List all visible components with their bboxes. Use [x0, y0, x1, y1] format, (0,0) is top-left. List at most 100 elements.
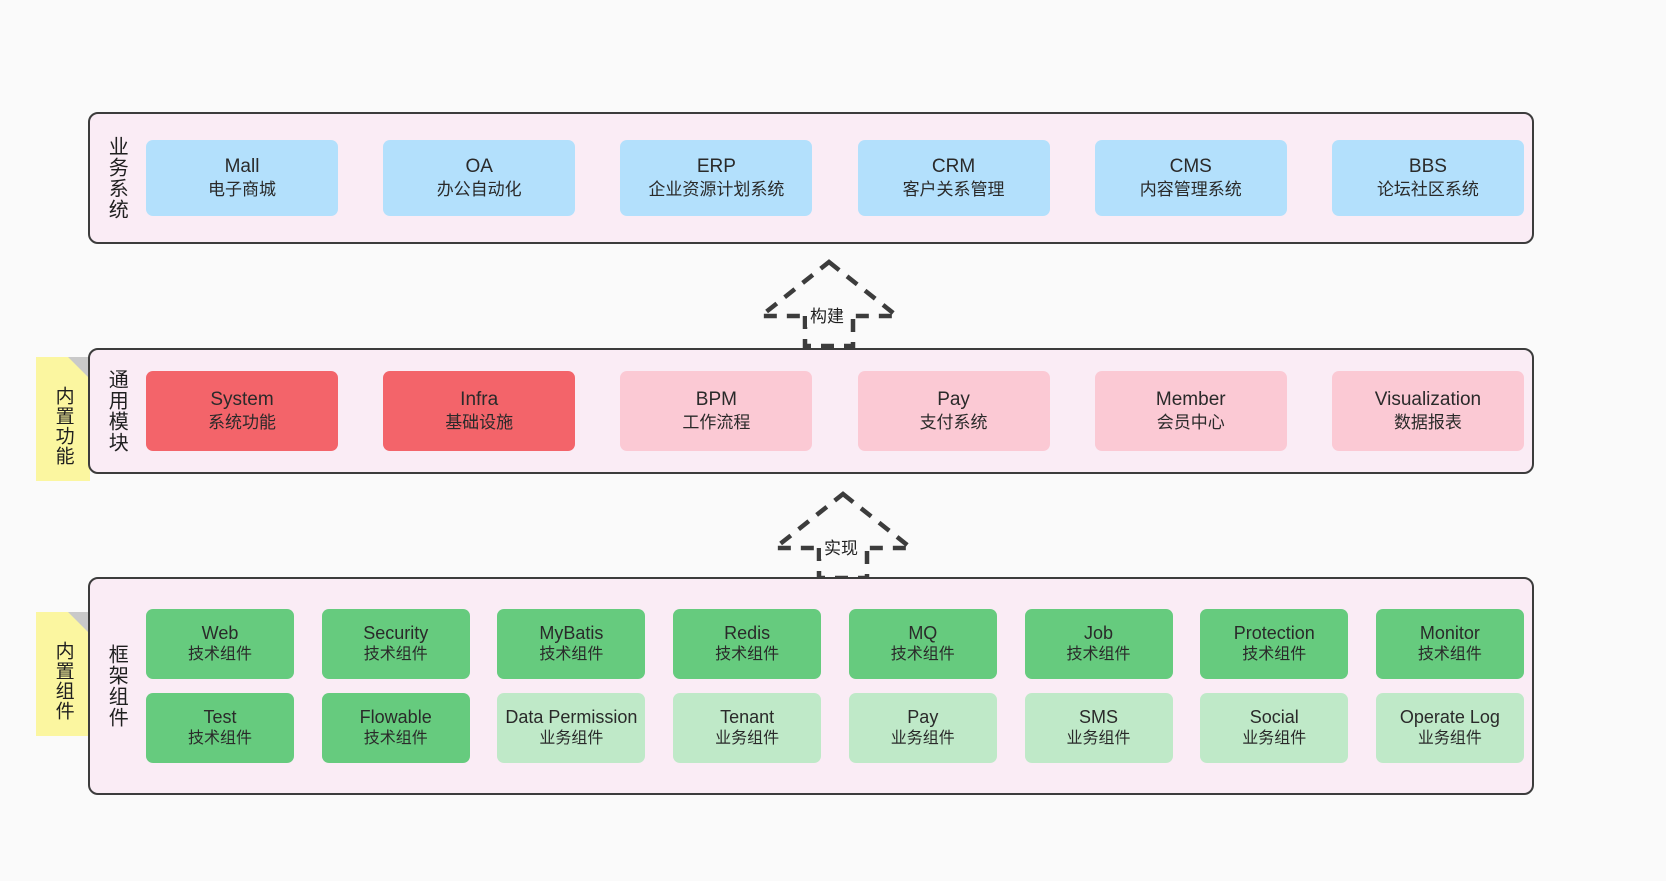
card-name: Infra — [460, 388, 499, 410]
card-name: Protection — [1233, 623, 1315, 644]
connector-label-build: 构建 — [807, 302, 847, 327]
module-card-mq[interactable]: MQ 技术组件 — [848, 609, 997, 679]
sticky-note-builtin-components: 内置组件 — [36, 612, 90, 736]
module-card-flowable[interactable]: Flowable 技术组件 — [321, 693, 470, 763]
sticky-note-label: 内置功能 — [52, 386, 74, 466]
card-desc: 技术组件 — [187, 646, 252, 664]
card-name: Security — [363, 623, 429, 644]
layer-title-business: 业务系统 — [105, 136, 128, 220]
card-name: Tenant — [720, 707, 775, 728]
card-name: System — [210, 388, 274, 410]
module-card-monitor[interactable]: Monitor 技术组件 — [1375, 609, 1524, 679]
framework-row-business: Test 技术组件 Flowable 技术组件 Data Permission … — [146, 693, 1524, 763]
module-card-member[interactable]: Member 会员中心 — [1094, 371, 1287, 451]
card-name: Job — [1084, 623, 1114, 644]
module-card-protection[interactable]: Protection 技术组件 — [1200, 609, 1349, 679]
card-name: MyBatis — [539, 623, 604, 644]
sticky-note-label: 内置组件 — [52, 641, 74, 721]
card-name: Social — [1249, 707, 1299, 728]
module-card-cms[interactable]: CMS 内容管理系统 — [1094, 140, 1287, 216]
module-card-test[interactable]: Test 技术组件 — [146, 693, 294, 763]
card-desc: 电子商城 — [208, 180, 276, 200]
card-desc: 技术组件 — [1242, 646, 1307, 664]
card-desc: 系统功能 — [208, 413, 276, 433]
layer-title-module: 通用模块 — [105, 369, 128, 453]
module-card-visualization[interactable]: Visualization 数据报表 — [1331, 371, 1524, 451]
card-name: Test — [203, 707, 237, 728]
card-name: Redis — [724, 623, 771, 644]
card-name: Web — [201, 623, 239, 644]
module-card-bpm[interactable]: BPM 工作流程 — [620, 371, 813, 451]
connector-implement: 实现 — [768, 490, 918, 581]
card-desc: 技术组件 — [363, 730, 428, 748]
card-name: MQ — [908, 623, 938, 644]
module-card-pay[interactable]: Pay 支付系统 — [857, 371, 1050, 451]
module-card-data-permission[interactable]: Data Permission 业务组件 — [497, 693, 646, 763]
card-desc: 业务组件 — [715, 730, 780, 748]
layer-title-framework: 框架组件 — [105, 644, 128, 728]
layer-body-module: System 系统功能 Infra 基础设施 BPM 工作流程 Pay 支付系统… — [142, 350, 1532, 472]
connector-label-implement: 实现 — [821, 534, 861, 559]
framework-row-technical: Web 技术组件 Security 技术组件 MyBatis 技术组件 Redi… — [146, 609, 1524, 679]
connector-build: 构建 — [754, 258, 904, 349]
card-desc: 工作流程 — [682, 413, 751, 433]
module-card-mall[interactable]: Mall 电子商城 — [146, 140, 338, 216]
card-desc: 企业资源计划系统 — [648, 180, 785, 200]
module-card-security[interactable]: Security 技术组件 — [321, 609, 470, 679]
card-desc: 技术组件 — [1066, 646, 1131, 664]
card-desc: 技术组件 — [890, 646, 955, 664]
module-card-mybatis[interactable]: MyBatis 技术组件 — [497, 609, 646, 679]
card-desc: 基础设施 — [445, 413, 514, 433]
sticky-note-builtin-features: 内置功能 — [36, 357, 90, 481]
module-card-oa[interactable]: OA 办公自动化 — [383, 140, 576, 216]
card-desc: 会员中心 — [1156, 413, 1225, 433]
card-name: SMS — [1079, 707, 1119, 728]
card-name: ERP — [696, 155, 736, 177]
layer-common-modules: 通用模块 System 系统功能 Infra 基础设施 BPM 工作流程 Pay… — [88, 348, 1534, 474]
module-card-crm[interactable]: CRM 客户关系管理 — [857, 140, 1050, 216]
card-desc: 业务组件 — [1066, 730, 1131, 748]
module-card-redis[interactable]: Redis 技术组件 — [673, 609, 822, 679]
card-desc: 业务组件 — [890, 730, 955, 748]
card-desc: 技术组件 — [715, 646, 780, 664]
card-name: OA — [465, 155, 493, 177]
module-card-sms[interactable]: SMS 业务组件 — [1024, 693, 1173, 763]
module-card-tenant[interactable]: Tenant 业务组件 — [673, 693, 822, 763]
module-card-erp[interactable]: ERP 企业资源计划系统 — [620, 140, 813, 216]
card-name: CRM — [931, 155, 976, 177]
module-card-web[interactable]: Web 技术组件 — [146, 609, 294, 679]
card-desc: 办公自动化 — [436, 180, 522, 200]
card-desc: 技术组件 — [363, 646, 428, 664]
module-card-social[interactable]: Social 业务组件 — [1200, 693, 1349, 763]
layer-business-systems: 业务系统 Mall 电子商城 OA 办公自动化 ERP 企业资源计划系统 CRM… — [88, 112, 1534, 244]
module-card-system[interactable]: System 系统功能 — [146, 371, 338, 451]
card-name: Visualization — [1374, 388, 1482, 410]
card-desc: 客户关系管理 — [902, 180, 1005, 200]
module-card-job[interactable]: Job 技术组件 — [1024, 609, 1173, 679]
card-desc: 论坛社区系统 — [1376, 180, 1479, 200]
module-card-bbs[interactable]: BBS 论坛社区系统 — [1331, 140, 1524, 216]
card-name: BPM — [695, 388, 737, 410]
card-name: Monitor — [1419, 623, 1480, 644]
card-desc: 数据报表 — [1393, 413, 1462, 433]
module-card-operate-log[interactable]: Operate Log 业务组件 — [1375, 693, 1524, 763]
generalization-arrow-icon — [754, 259, 904, 349]
layer-framework-components: 框架组件 Web 技术组件 Security 技术组件 MyBatis 技术组件… — [88, 577, 1534, 795]
card-name: Pay — [937, 388, 970, 410]
card-name: Pay — [907, 707, 939, 728]
card-desc: 技术组件 — [539, 646, 604, 664]
card-name: BBS — [1408, 155, 1447, 177]
module-card-pay-business[interactable]: Pay 业务组件 — [848, 693, 997, 763]
module-card-infra[interactable]: Infra 基础设施 — [383, 371, 576, 451]
card-desc: 技术组件 — [1417, 646, 1482, 664]
layer-body-framework: Web 技术组件 Security 技术组件 MyBatis 技术组件 Redi… — [142, 579, 1532, 793]
card-name: Flowable — [359, 707, 432, 728]
card-desc: 支付系统 — [919, 413, 988, 433]
card-name: Operate Log — [1399, 707, 1500, 728]
card-name: Data Permission — [505, 707, 638, 728]
card-desc: 业务组件 — [539, 730, 604, 748]
card-desc: 业务组件 — [1417, 730, 1482, 748]
card-desc: 业务组件 — [1242, 730, 1307, 748]
layer-body-business: Mall 电子商城 OA 办公自动化 ERP 企业资源计划系统 CRM 客户关系… — [142, 114, 1532, 242]
card-desc: 内容管理系统 — [1139, 180, 1242, 200]
